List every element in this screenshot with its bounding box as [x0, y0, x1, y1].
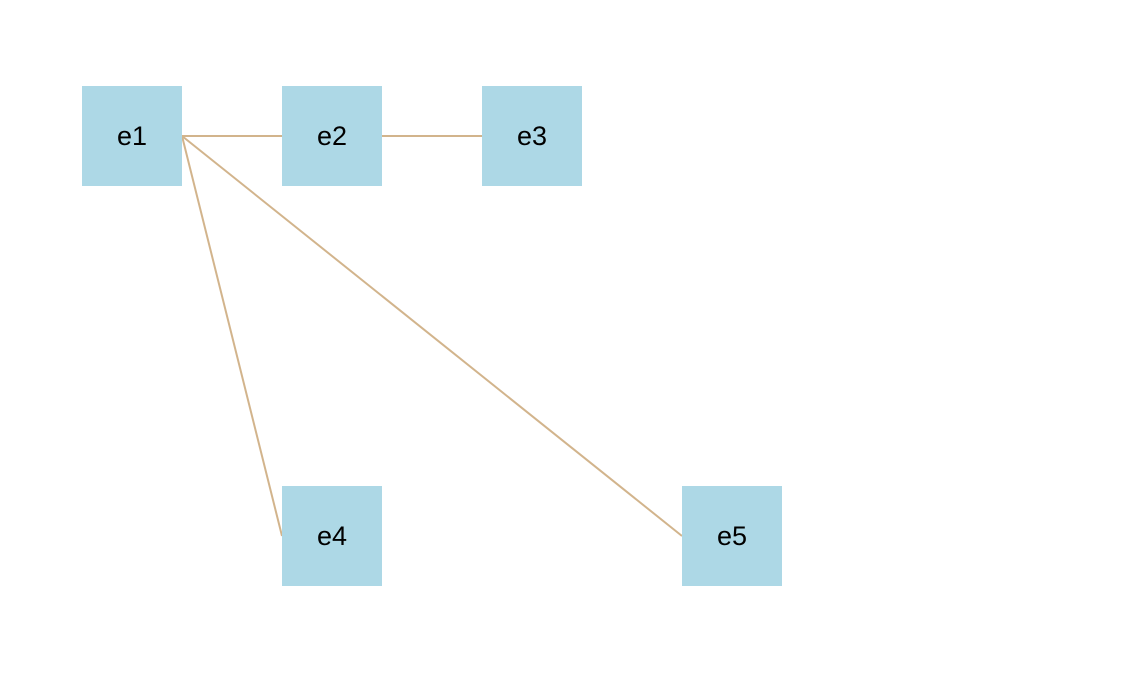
node-e4[interactable]: e4: [282, 486, 382, 586]
node-e1[interactable]: e1: [82, 86, 182, 186]
edge-e1-e5: [181, 135, 683, 537]
edge-e1-e4: [181, 135, 283, 537]
node-e2[interactable]: e2: [282, 86, 382, 186]
node-e3[interactable]: e3: [482, 86, 582, 186]
node-e5[interactable]: e5: [682, 486, 782, 586]
